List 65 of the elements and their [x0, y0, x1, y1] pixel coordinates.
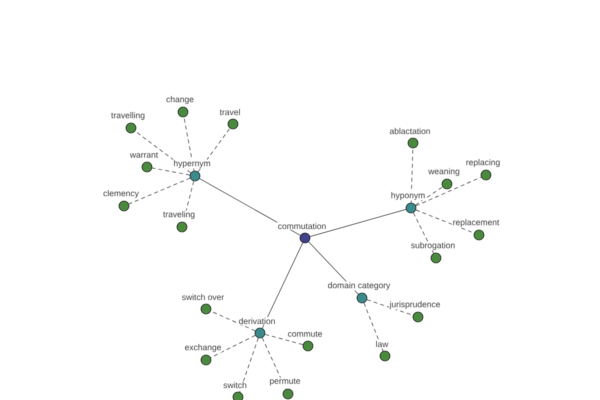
node-label: traveling: [162, 210, 196, 220]
node-dot: [178, 106, 188, 118]
node-dot: [302, 340, 314, 352]
connector: [199, 178, 301, 236]
node-label: warrant: [129, 152, 159, 158]
node-dot: [480, 170, 492, 180]
node-label: subrogation: [410, 241, 456, 251]
node-label: weaning: [428, 167, 460, 177]
connector: [415, 186, 443, 206]
connector: [364, 302, 384, 352]
connector: [366, 299, 414, 316]
node-dot: [190, 170, 200, 182]
connector: [184, 116, 194, 172]
node-dot: [142, 162, 152, 172]
connector: [262, 242, 304, 329]
node-label: domain category: [327, 281, 391, 291]
node-dot: [406, 202, 416, 214]
node-dot: [126, 122, 136, 134]
node-label: exchange: [184, 343, 222, 353]
connector: [152, 168, 190, 176]
node-dot: [412, 312, 424, 322]
node-dot: [300, 232, 310, 244]
node-label: clemency: [102, 189, 140, 199]
connector: [239, 338, 259, 392]
node-dot: [228, 118, 238, 130]
node-dot: [474, 230, 484, 240]
node-dot: [356, 292, 368, 304]
node-label: replacement: [452, 218, 500, 228]
connector: [134, 130, 192, 174]
node-dot: [200, 354, 212, 366]
connector: [210, 335, 256, 358]
node-label: commute: [287, 330, 324, 338]
node-label: ablactation: [388, 127, 432, 135]
node-dot: [254, 328, 266, 338]
node-label: derivation: [238, 317, 276, 325]
node-label: hypernym: [172, 159, 212, 169]
node-dot: [430, 252, 442, 264]
node-dot: [176, 222, 188, 232]
node-dot: [408, 138, 418, 148]
connector: [198, 128, 230, 172]
node-label: change: [166, 95, 194, 105]
connector: [262, 338, 286, 390]
node-label: permute: [268, 378, 302, 386]
node-label: hyponym: [390, 191, 426, 201]
node-dot: [282, 388, 294, 400]
connector: [264, 334, 304, 345]
node-dot: [442, 178, 452, 190]
node-label: travel: [219, 108, 241, 116]
node-dot: [118, 200, 130, 212]
connector: [416, 176, 482, 206]
node-label: travelling: [110, 111, 146, 121]
node-label: commutation: [277, 222, 327, 230]
node-label: switch: [222, 381, 248, 389]
connector: [416, 210, 474, 234]
node-label: replacing: [465, 158, 501, 168]
node-label: jurisprudence: [388, 300, 442, 310]
connector: [210, 310, 256, 332]
node-dot: [200, 304, 212, 314]
connector: [410, 148, 414, 203]
node-label: switch over: [181, 293, 225, 301]
connector: [413, 212, 434, 254]
node-dot: [380, 350, 390, 362]
connector: [128, 178, 190, 204]
connector: [310, 209, 406, 237]
node-label: law: [375, 340, 389, 348]
